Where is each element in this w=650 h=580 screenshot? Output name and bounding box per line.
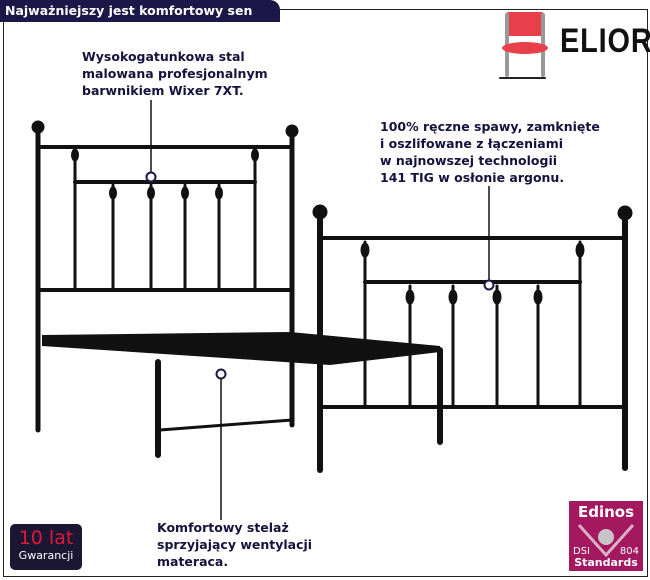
warranty-badge: 10 lat Gwarancji <box>10 524 82 570</box>
edinos-name: Edinos <box>577 503 635 521</box>
chair-logo-icon <box>499 12 548 79</box>
warranty-years: 10 lat <box>18 527 74 549</box>
callout-line: Komfortowy stelaż <box>157 520 289 535</box>
edinos-standards: Standards <box>574 556 638 569</box>
edinos-badge: Edinos DSI 804 Standards <box>569 501 643 571</box>
callout-line: barwnikiem Wixer 7XT. <box>82 83 244 98</box>
callout-steel: Wysokogatunkowa stal malowana profesjona… <box>82 48 268 99</box>
warranty-label: Gwarancji <box>18 549 74 562</box>
page-title: Najważniejszy jest komfortowy sen <box>0 0 280 22</box>
callout-line: 141 TIG w osłonie argonu. <box>380 170 565 185</box>
callout-line: malowana profesjonalnym <box>82 66 268 81</box>
callout-dot <box>145 171 157 183</box>
callout-line: 100% ręczne spawy, zamknięte <box>380 119 600 134</box>
callout-frame: Komfortowy stelaż sprzyjający wentylacji… <box>157 519 312 570</box>
edinos-dsi: DSI <box>573 546 590 557</box>
callout-line: w najnowszej technologii <box>380 153 558 168</box>
edinos-number: 804 <box>619 546 639 557</box>
callout-line: materaca. <box>157 554 229 569</box>
callout-dot <box>215 368 227 380</box>
checkmark-icon <box>577 523 635 558</box>
brand-logo: ELIOR <box>560 22 650 60</box>
callout-line: i oszlifowane z łączeniami <box>380 136 564 151</box>
callout-welds: 100% ręczne spawy, zamknięte i oszlifowa… <box>380 118 600 186</box>
callout-line: sprzyjający wentylacji <box>157 537 313 552</box>
callout-line: Wysokogatunkowa stal <box>82 49 245 64</box>
callout-dot <box>483 279 495 291</box>
image-frame <box>3 9 648 577</box>
